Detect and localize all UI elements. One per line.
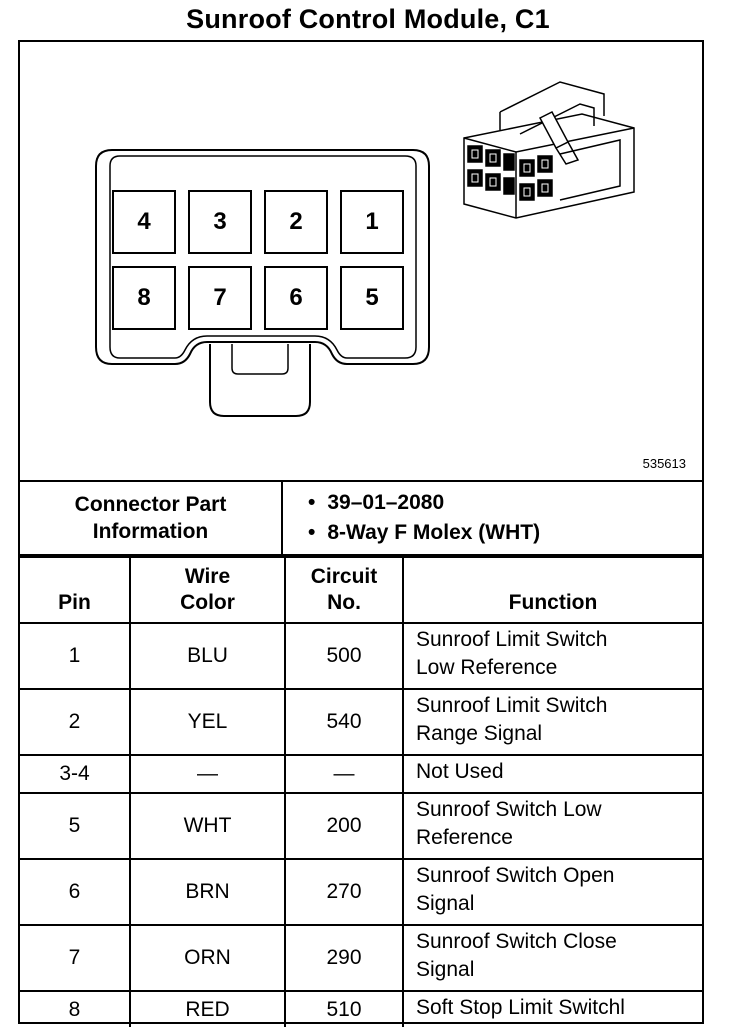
circuit-cell: 200 [284, 792, 404, 860]
connector-face-outline [95, 149, 430, 365]
wire-color-cell: ORN [129, 924, 286, 992]
function-cell: Soft Stop Limit Switchl [402, 990, 702, 1027]
pin-cavity-7: 7 [188, 266, 252, 330]
pin-cavity-6: 6 [264, 266, 328, 330]
pin-cavity-3: 3 [188, 190, 252, 254]
circuit-cell: 270 [284, 858, 404, 926]
pin-cell: 6 [20, 858, 131, 926]
pin-cell: 3-4 [20, 754, 131, 794]
connector-info-item: • 39–01–2080 [308, 488, 540, 518]
connector-part-information: Connector Part Information • 39–01–2080 •… [20, 482, 702, 556]
wire-color-cell: — [129, 754, 286, 794]
circuit-cell: — [284, 754, 404, 794]
latch-window [231, 344, 289, 375]
connector-face-drawing [95, 81, 635, 417]
latch-tab [209, 344, 311, 417]
pin-cavity-8: 8 [112, 266, 176, 330]
pin-cell: 1 [20, 622, 131, 690]
table-row: 3-4 — — Not Used [20, 754, 702, 794]
circuit-cell: 500 [284, 622, 404, 690]
part-number: 39–01–2080 [327, 491, 445, 514]
connector-description: 8-Way F Molex (WHT) [327, 521, 541, 544]
wire-color-cell: RED [129, 990, 286, 1027]
bullet-icon: • [308, 491, 316, 514]
function-cell: Not Used [402, 754, 702, 794]
connector-face-inner-outline [109, 155, 417, 359]
figure-reference-number: 535613 [642, 456, 686, 471]
connector-info-label-line2: Information [92, 520, 209, 543]
connector-sheet: 4 3 2 1 8 7 6 5 535613 Connector Part In… [18, 40, 704, 1027]
bullet-icon: • [308, 521, 316, 544]
connector-info-label: Connector Part Information [20, 482, 283, 554]
pin-cell: 5 [20, 792, 131, 860]
wire-color-cell: BRN [129, 858, 286, 926]
pin-cell: 8 [20, 990, 131, 1027]
header-function: Function [402, 556, 702, 624]
wire-color-cell: WHT [129, 792, 286, 860]
pin-cavity-4: 4 [112, 190, 176, 254]
connector-diagram-panel: 4 3 2 1 8 7 6 5 535613 [20, 42, 702, 482]
circuit-cell: 510 [284, 990, 404, 1027]
table-row: 8 RED 510 Soft Stop Limit Switchl [20, 990, 702, 1027]
connector-info-item: • 8-Way F Molex (WHT) [308, 518, 540, 548]
circuit-cell: 290 [284, 924, 404, 992]
pin-cavity-2: 2 [264, 190, 328, 254]
header-pin: Pin [20, 556, 131, 624]
circuit-cell: 540 [284, 688, 404, 756]
wire-color-cell: BLU [129, 622, 286, 690]
connector-isometric-icon [463, 81, 635, 219]
connector-info-list: • 39–01–2080 • 8-Way F Molex (WHT) [308, 488, 540, 548]
page-title: Sunroof Control Module, C1 [186, 4, 550, 34]
pin-cell: 7 [20, 924, 131, 992]
wire-color-cell: YEL [129, 688, 286, 756]
connector-info-label-line1: Connector Part [74, 493, 227, 516]
pin-cavity-5: 5 [340, 266, 404, 330]
pin-cavity-1: 1 [340, 190, 404, 254]
pin-cell: 2 [20, 688, 131, 756]
